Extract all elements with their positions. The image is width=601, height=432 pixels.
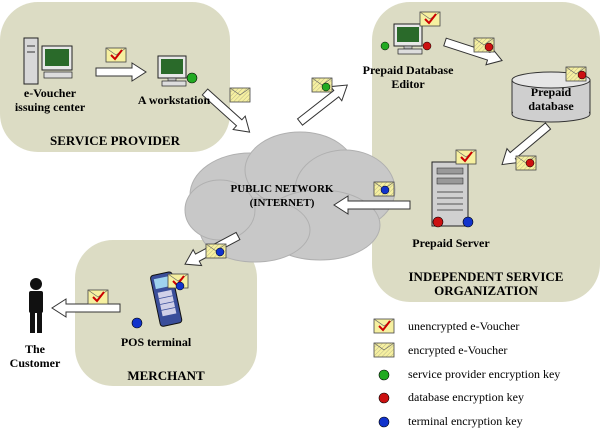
blue-key-icon bbox=[380, 185, 390, 195]
issuing-center-computer-icon bbox=[23, 37, 73, 85]
issuing-center-label: e-Voucher issuing center bbox=[14, 86, 86, 114]
public-network-cloud bbox=[184, 131, 396, 263]
pos-label: POS terminal bbox=[120, 335, 192, 349]
unencrypted-voucher-icon bbox=[105, 47, 127, 63]
red-key-icon bbox=[484, 42, 494, 52]
network-label: PUBLIC NETWORK (INTERNET) bbox=[230, 183, 334, 209]
legend-unencrypted-label: unencrypted e-Voucher bbox=[408, 319, 520, 333]
red-key-icon bbox=[422, 41, 432, 51]
prepaid-database-icon bbox=[511, 71, 591, 123]
blue-key-icon bbox=[175, 281, 185, 291]
service-provider-label: SERVICE PROVIDER bbox=[50, 133, 180, 148]
legend-green-key-label: service provider encryption key bbox=[408, 367, 561, 381]
red-key-icon bbox=[525, 158, 535, 168]
legend-blue-key-label: terminal encryption key bbox=[408, 414, 523, 428]
workstation-computer-icon bbox=[157, 55, 187, 87]
encrypted-voucher-icon bbox=[229, 87, 251, 103]
arrow-server-to-network bbox=[333, 195, 411, 215]
unencrypted-voucher-icon bbox=[87, 289, 109, 305]
pos-terminal-icon bbox=[150, 271, 183, 327]
unencrypted-voucher-icon bbox=[419, 11, 441, 27]
database-label: Prepaid database bbox=[528, 85, 574, 113]
green-key-icon bbox=[186, 72, 198, 84]
blue-key-icon bbox=[215, 247, 225, 257]
green-key-icon bbox=[380, 41, 390, 51]
red-key-icon bbox=[577, 70, 587, 80]
customer-label: The Customer bbox=[9, 342, 61, 370]
server-label: Prepaid Server bbox=[412, 236, 490, 250]
prepaid-server-icon bbox=[431, 161, 469, 227]
green-key-icon bbox=[321, 82, 331, 92]
merchant-label: MERCHANT bbox=[127, 368, 205, 383]
customer-person-icon bbox=[29, 278, 43, 333]
arrow-issuing-to-workstation bbox=[95, 62, 147, 82]
legend-red-key-label: database encryption key bbox=[408, 390, 524, 404]
iso-label: INDEPENDENT SERVICE ORGANIZATION bbox=[408, 269, 564, 298]
legend-encrypted-label: encrypted e-Voucher bbox=[408, 343, 508, 357]
blue-key-icon bbox=[131, 317, 143, 329]
legend-icons bbox=[373, 318, 395, 428]
db-editor-label: Prepaid Database Editor bbox=[362, 63, 454, 91]
blue-key-icon bbox=[462, 216, 474, 228]
arrow-pos-to-customer bbox=[51, 298, 121, 318]
unencrypted-voucher-icon bbox=[455, 149, 477, 165]
db-editor-computer-icon bbox=[393, 23, 423, 55]
red-key-icon bbox=[432, 216, 444, 228]
workstation-label: A workstation bbox=[137, 93, 211, 107]
